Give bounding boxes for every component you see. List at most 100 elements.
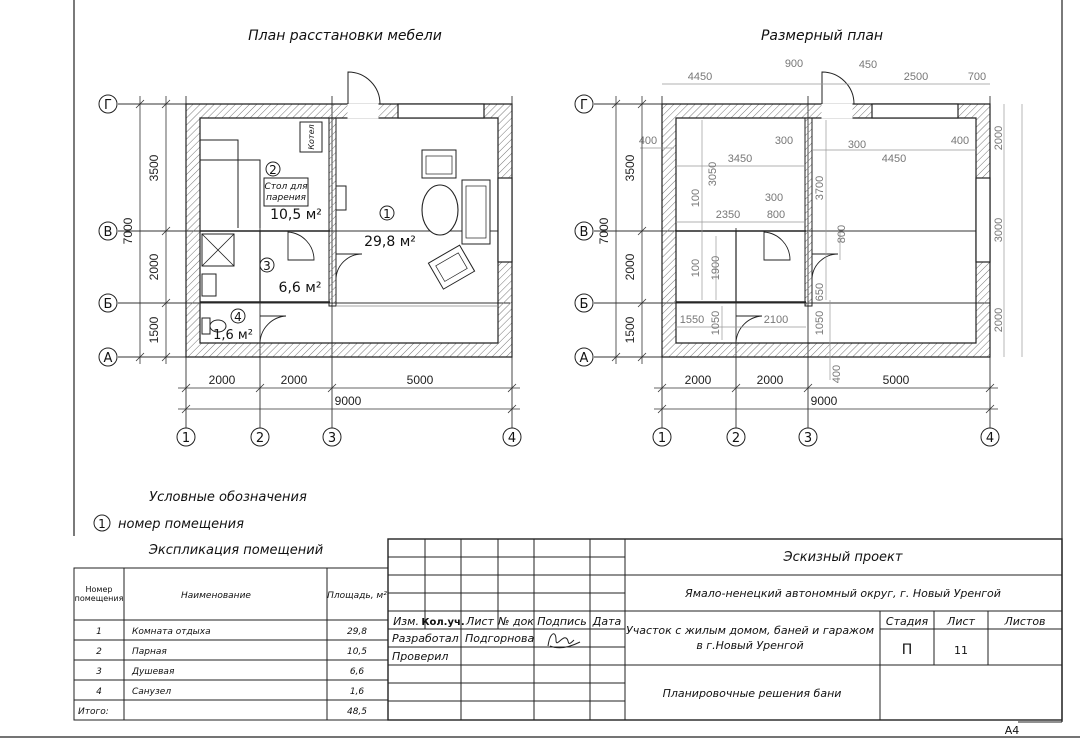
- sheet-value: 11: [954, 644, 968, 657]
- dim-label: 2100: [764, 314, 788, 326]
- armchair: [421, 149, 457, 179]
- table-label-line2: парения: [266, 193, 306, 203]
- furnace-door: [335, 185, 347, 211]
- axis-label: 2: [732, 431, 740, 446]
- entrance-door: [347, 71, 381, 105]
- row-number: 3: [96, 667, 102, 677]
- steam-table: [263, 177, 309, 207]
- room-area: 1,6 м²: [213, 328, 253, 343]
- project-location: Ямало-ненецкий автономный округ, г. Новы…: [684, 587, 1001, 600]
- project-type: Эскизный проект: [783, 550, 903, 565]
- axis-label: 2: [256, 431, 264, 446]
- dim-label: 5000: [883, 373, 910, 387]
- room-marker: [230, 308, 246, 324]
- dim-label: 2000: [685, 373, 712, 387]
- partition-wall: [328, 117, 337, 307]
- window: [397, 103, 485, 119]
- armchair: [427, 244, 476, 290]
- room-number: 2: [269, 163, 277, 177]
- axis-label: 1: [658, 431, 666, 446]
- dim-label: 900: [785, 58, 803, 70]
- dim-label: 2350: [716, 209, 740, 221]
- dim-label: 3500: [623, 154, 637, 181]
- object-line1: Участок с жилым домом, баней и гаражом: [626, 624, 874, 637]
- row-name: Душевая: [131, 667, 175, 677]
- developed-label: Разработал: [392, 632, 459, 645]
- row-area: 6,6: [350, 667, 365, 677]
- axis-label: А: [104, 351, 113, 366]
- dim-label: 2000: [993, 126, 1005, 150]
- table-label-line1: Стол для: [264, 182, 308, 192]
- furniture-plan-title: План расстановки мебели: [248, 28, 442, 44]
- axis-label: 4: [986, 431, 994, 446]
- dim-label: 2500: [904, 71, 928, 83]
- dim-label: 400: [951, 135, 969, 147]
- drawing-title: Планировочные решения бани: [663, 687, 842, 700]
- developer-name: Подгорнова: [465, 632, 535, 645]
- partition-wall: [804, 117, 813, 307]
- stamp-header: Дата: [592, 615, 622, 628]
- room-marker: [265, 161, 281, 177]
- dim-label: 2000: [623, 253, 637, 280]
- door: [259, 315, 287, 343]
- explication-table: Экспликация помещений Номер помещения На…: [73, 543, 389, 721]
- legend: Условные обозначения 1 номер помещения: [93, 490, 307, 532]
- total-label: Итого:: [78, 707, 109, 717]
- axis-label: 3: [804, 431, 812, 446]
- door: [811, 253, 839, 281]
- dim-label: 2000: [281, 373, 308, 387]
- axis-label: 4: [508, 431, 516, 446]
- dim-total: 7000: [121, 217, 135, 244]
- sheets-header: Листов: [1003, 615, 1045, 628]
- dim-label: 1900: [710, 256, 722, 280]
- dim-label: 3500: [147, 154, 161, 181]
- window: [871, 103, 959, 119]
- axis-label: А: [580, 351, 589, 366]
- legend-title: Условные обозначения: [149, 490, 307, 505]
- dim-label: 300: [775, 135, 793, 147]
- room-marker: [379, 205, 395, 221]
- dim-total: 7000: [597, 217, 611, 244]
- door: [735, 315, 763, 343]
- signature: [547, 633, 581, 649]
- window: [497, 177, 513, 263]
- dim-label: 1050: [814, 311, 826, 335]
- row-number: 1: [96, 627, 102, 637]
- row-area: 29,8: [347, 627, 367, 637]
- door: [287, 231, 315, 261]
- dim-label: 650: [814, 283, 826, 301]
- stamp-header: Изм.: [393, 615, 419, 628]
- dim-label: 3000: [993, 218, 1005, 242]
- stage-value: П: [902, 642, 913, 658]
- header-cell: Номер помещения: [74, 585, 124, 603]
- row-name: Парная: [132, 647, 167, 657]
- dim-label: 3450: [728, 153, 752, 165]
- room-marker: [259, 257, 275, 273]
- stamp-header: № док: [497, 615, 534, 628]
- explication-title: Экспликация помещений: [148, 543, 323, 558]
- dim-label: 800: [767, 209, 785, 221]
- dim-label: 2000: [147, 253, 161, 280]
- boiler-label: Котел: [307, 124, 316, 149]
- dim-label: 5000: [407, 373, 434, 387]
- dim-label: 300: [848, 139, 866, 151]
- dim-label: 1050: [710, 311, 722, 335]
- entrance-door: [821, 71, 855, 105]
- row-area: 1,6: [350, 687, 365, 697]
- dim-label: 100: [690, 259, 702, 277]
- dim-label: 300: [765, 192, 783, 204]
- sheet-header: Лист: [946, 615, 975, 628]
- axis-label: Г: [580, 98, 588, 113]
- row-name: Санузел: [132, 687, 171, 697]
- door: [763, 231, 791, 261]
- sink: [201, 273, 217, 297]
- row-area: 10,5: [347, 647, 367, 657]
- axis-label: Б: [580, 297, 589, 312]
- stamp-header: Подпись: [537, 615, 586, 628]
- total-value: 48,5: [347, 707, 367, 717]
- sofa: [461, 179, 491, 245]
- sheet-format: А4: [1005, 724, 1020, 737]
- dimension-plan: Размерный план: [574, 28, 1023, 447]
